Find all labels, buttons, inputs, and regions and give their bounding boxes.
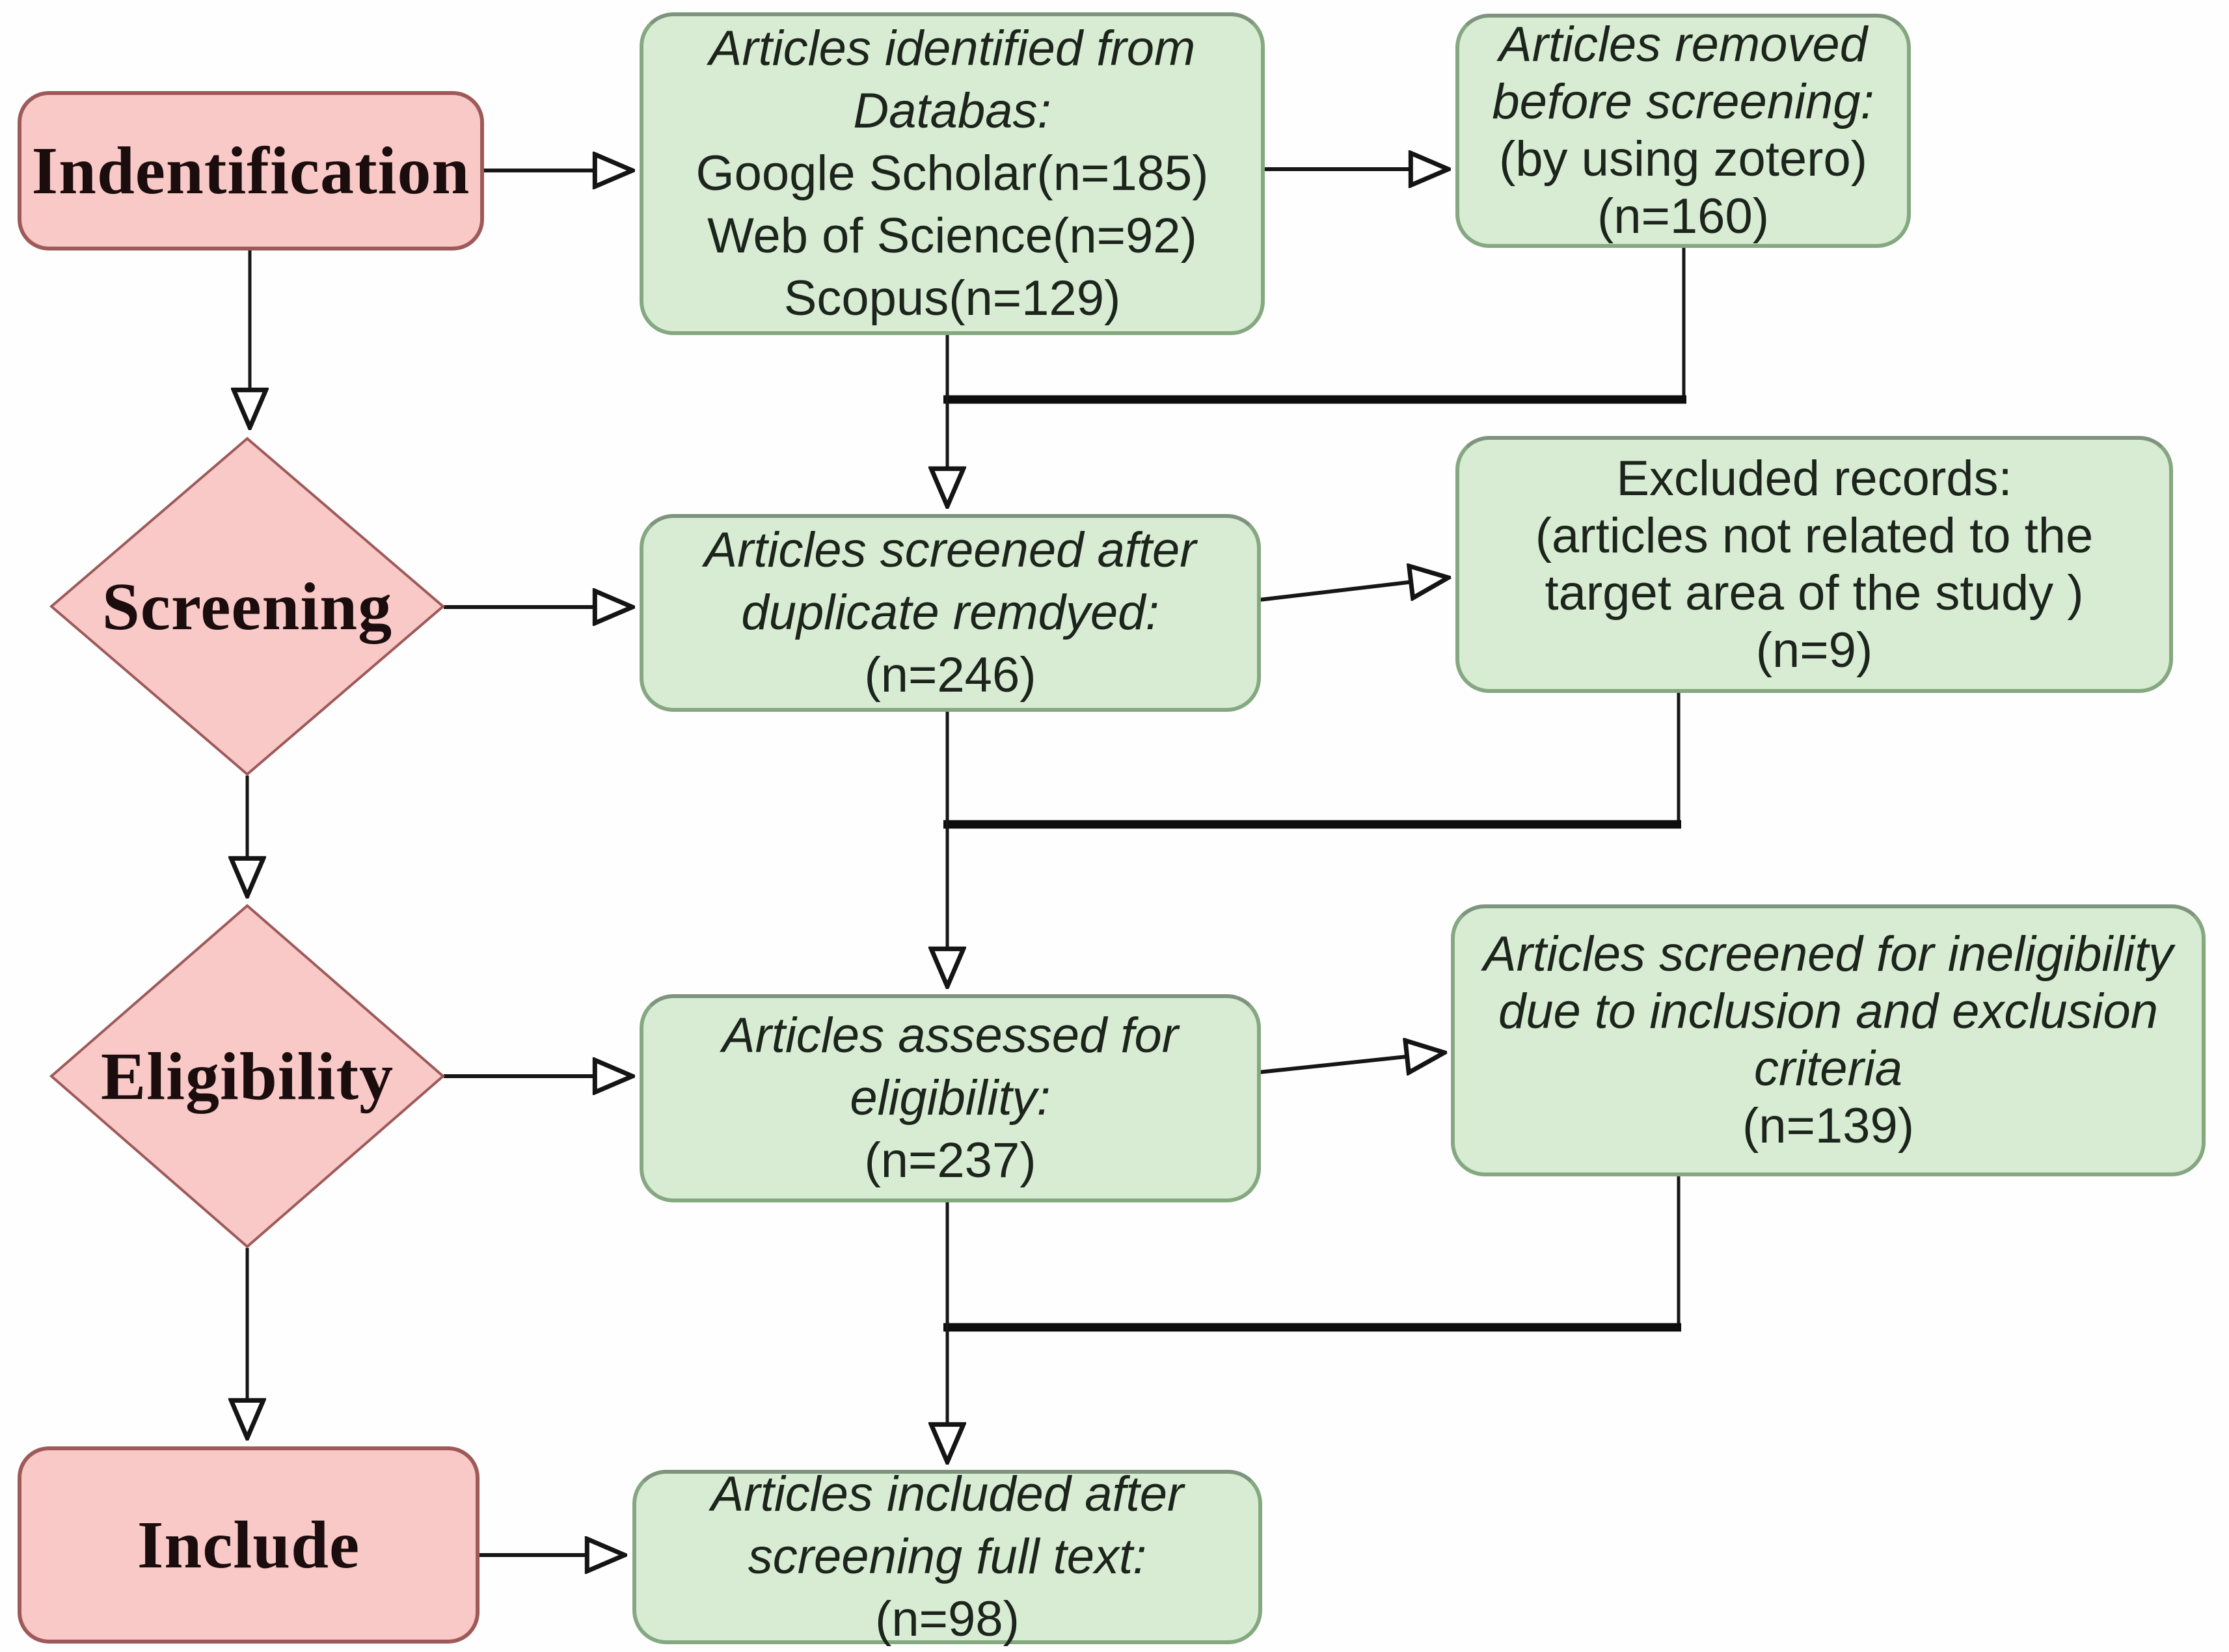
box-line: Articles identified from (709, 21, 1196, 76)
stage-include: Include (18, 1446, 480, 1644)
box-articles-identified: Articles identified from Databas: Google… (640, 12, 1265, 335)
edge-screened-excluded (1258, 578, 1447, 602)
stage-screening-label: Screening (101, 569, 393, 644)
box-line: (n=9) (1755, 622, 1873, 678)
stage-eligibility: Eligibility (49, 904, 446, 1249)
box-line: Scopus(n=129) (783, 271, 1121, 326)
box-line: due to inclusion and exclusion (1498, 984, 2158, 1039)
box-excluded-records: Excluded records: (articles not related … (1455, 436, 2173, 693)
box-line: (n=160) (1597, 189, 1770, 244)
stage-eligibility-label: Eligibility (100, 1038, 394, 1114)
box-line: Articles assessed for (722, 1008, 1179, 1063)
box-articles-assessed: Articles assessed for eligibility: (n=23… (640, 994, 1261, 1202)
box-line: Databas: (853, 83, 1051, 139)
box-line: before screening: (1492, 74, 1874, 129)
eligibility-diamond-shape (49, 904, 446, 1249)
box-line: (by using zotero) (1498, 131, 1868, 187)
stage-identification-label: Indentification (31, 133, 470, 208)
box-line: Excluded records: (1616, 450, 2012, 506)
box-screened-ineligibility: Articles screened for ineligibility due … (1451, 904, 2206, 1176)
box-line: (n=237) (864, 1133, 1036, 1188)
box-line: Articles screened after (704, 522, 1196, 578)
box-line: duplicate remdyed: (741, 585, 1159, 640)
box-line: Articles screened for ineligibility (1483, 927, 2174, 982)
box-line: eligibility: (850, 1070, 1051, 1126)
box-line: Web of Science(n=92) (707, 208, 1197, 264)
box-articles-removed: Articles removed before screening: (by u… (1455, 14, 1911, 248)
box-line: Google Scholar(n=185) (696, 146, 1209, 201)
edge-assessed-ineligible (1258, 1053, 1443, 1072)
box-line: screening full text: (748, 1529, 1147, 1584)
stage-include-label: Include (137, 1508, 360, 1582)
box-line: (articles not related to the (1535, 508, 2094, 563)
box-line: target area of the study ) (1545, 565, 2084, 621)
box-line: criteria (1753, 1041, 1903, 1096)
box-articles-included: Articles included after screening full t… (632, 1467, 1262, 1647)
box-line: Articles removed (1499, 17, 1867, 72)
box-line: (n=98) (875, 1591, 1020, 1647)
box-line: (n=246) (864, 647, 1036, 703)
screening-diamond-shape (49, 437, 446, 776)
box-line: Articles included after (710, 1467, 1184, 1522)
stage-screening: Screening (49, 437, 446, 776)
box-line: (n=139) (1742, 1098, 1915, 1154)
box-articles-screened: Articles screened after duplicate remdye… (640, 514, 1261, 712)
stage-identification: Indentification (18, 91, 484, 251)
